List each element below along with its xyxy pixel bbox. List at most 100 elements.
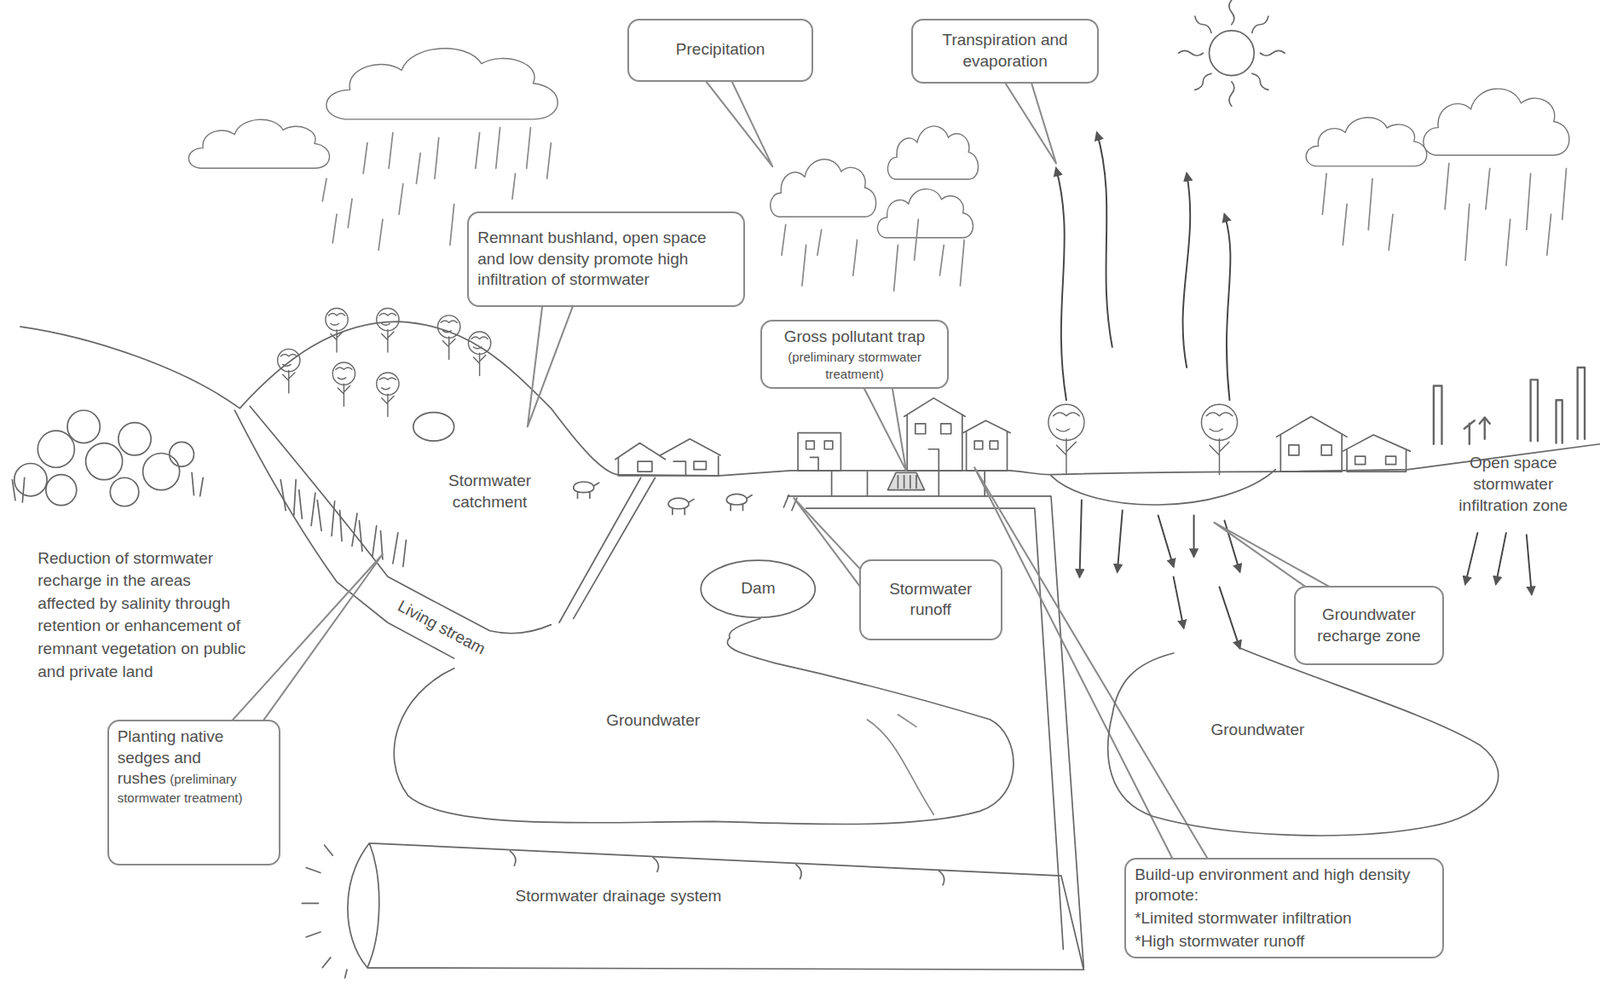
callout-box: Groundwater recharge zone — [1293, 585, 1445, 665]
house — [1276, 415, 1348, 472]
down-arrow — [1218, 586, 1240, 648]
callout-pointer — [705, 80, 773, 168]
cloud — [326, 48, 558, 120]
callout-pointer — [864, 387, 907, 471]
down-arrow — [1117, 510, 1123, 572]
node-text: Precipitation — [675, 39, 766, 61]
cloud — [887, 126, 978, 180]
down-arrow — [1496, 532, 1507, 584]
groundwater-body-outline — [1102, 642, 1506, 847]
down-arrow — [1193, 515, 1196, 557]
up-arrow — [1097, 132, 1113, 347]
dam-ellipse: Dam — [699, 559, 816, 619]
outline — [1108, 647, 1499, 836]
node-text: Dam — [740, 577, 775, 600]
callout-box: Gross pollutant trap(preliminary stormwa… — [760, 319, 949, 390]
sun — [1209, 30, 1255, 76]
bush — [143, 453, 180, 491]
sheep — [573, 481, 600, 498]
gross-pollutant-trap — [887, 472, 925, 490]
bush — [37, 430, 75, 468]
drain-pipe — [787, 496, 1084, 968]
note-text: Reduction of stormwater recharge in the … — [37, 547, 251, 684]
node-text: Gross pollutant trap — [784, 326, 926, 348]
label-holder: Living stream — [387, 592, 497, 665]
callout-pointer — [1005, 82, 1057, 164]
down-arrow — [1158, 515, 1174, 567]
bush — [413, 412, 455, 442]
clouds — [188, 48, 1570, 238]
bush — [67, 410, 100, 443]
callout-pointer — [527, 306, 573, 427]
callout-box: Transpiration and evaporation — [911, 18, 1099, 85]
bush — [169, 441, 195, 467]
dam-outflow — [728, 618, 760, 638]
bush — [118, 422, 151, 456]
callout-pointer — [1214, 522, 1331, 587]
sheep — [668, 497, 694, 515]
stream-label: Living stream — [387, 592, 497, 665]
building — [963, 420, 1011, 471]
evaporation-arrows — [1056, 132, 1231, 401]
node-text: Stormwater drainage system — [515, 885, 723, 907]
building — [797, 433, 841, 471]
node-text: Groundwater recharge zone — [1304, 604, 1434, 647]
tree — [325, 308, 348, 353]
drainage-pipe: Stormwater drainage system — [346, 838, 1084, 975]
rain — [781, 219, 965, 291]
region-label: Stormwater catchment — [428, 470, 552, 513]
sheep — [726, 493, 752, 510]
outlet-drops — [301, 844, 347, 978]
down-arrow — [1465, 532, 1478, 584]
down-arrow — [1526, 534, 1532, 594]
down-arrow — [1173, 576, 1185, 628]
reeds — [280, 479, 406, 567]
drainage-pipe-outline — [346, 838, 1084, 975]
groundwater-body: Groundwater — [1102, 642, 1506, 847]
node-text: Groundwater — [1210, 719, 1305, 741]
node-text: *Limited stormwater infiltration — [1134, 907, 1352, 930]
tree — [1048, 404, 1085, 474]
node-text: Build-up environment and high density pr… — [1134, 864, 1434, 907]
callout-box: Planting native sedges and rushes(prelim… — [107, 719, 282, 866]
callout-box: Remnant bushland, open space and low den… — [467, 211, 746, 308]
bush — [86, 443, 123, 480]
house — [1342, 434, 1410, 472]
label-holder: Stormwater catchment — [428, 470, 552, 513]
outline — [347, 843, 1084, 970]
grass — [11, 472, 203, 503]
rain — [1322, 163, 1566, 266]
up-arrow — [1224, 213, 1231, 400]
cloud — [770, 159, 877, 217]
drain-stubs — [831, 471, 986, 497]
bush — [14, 462, 47, 496]
cloud — [188, 119, 330, 168]
left-bushes — [11, 410, 203, 507]
cloud — [1305, 117, 1427, 167]
house — [615, 438, 721, 476]
runoff-marks — [783, 495, 798, 511]
bushland-trees — [277, 308, 491, 442]
label-holder: Reduction of stormwater recharge in the … — [37, 547, 251, 684]
callout-box: Stormwater runoff — [859, 559, 1003, 641]
note-text: (preliminary stormwater treatment) — [770, 348, 939, 382]
down-arrow — [1079, 500, 1081, 578]
tree — [438, 315, 461, 359]
node-text: Transpiration and evaporation — [921, 29, 1089, 72]
cloud — [877, 189, 973, 238]
groundwater-streaks — [867, 714, 935, 815]
outline — [393, 637, 1014, 825]
sketch — [11, 0, 1600, 978]
infiltration-dip — [1051, 469, 1276, 505]
tree — [376, 372, 399, 416]
callout-pointer — [793, 497, 861, 587]
open-space-posts — [1433, 367, 1585, 445]
label-holder: Open space stormwater infiltration zone — [1441, 452, 1585, 516]
tree — [277, 348, 301, 393]
building — [904, 398, 966, 471]
callout-box: Build-up environment and high density pr… — [1124, 857, 1445, 959]
bush — [46, 474, 77, 506]
node-text: Remnant bushland, open space and low den… — [477, 227, 735, 291]
